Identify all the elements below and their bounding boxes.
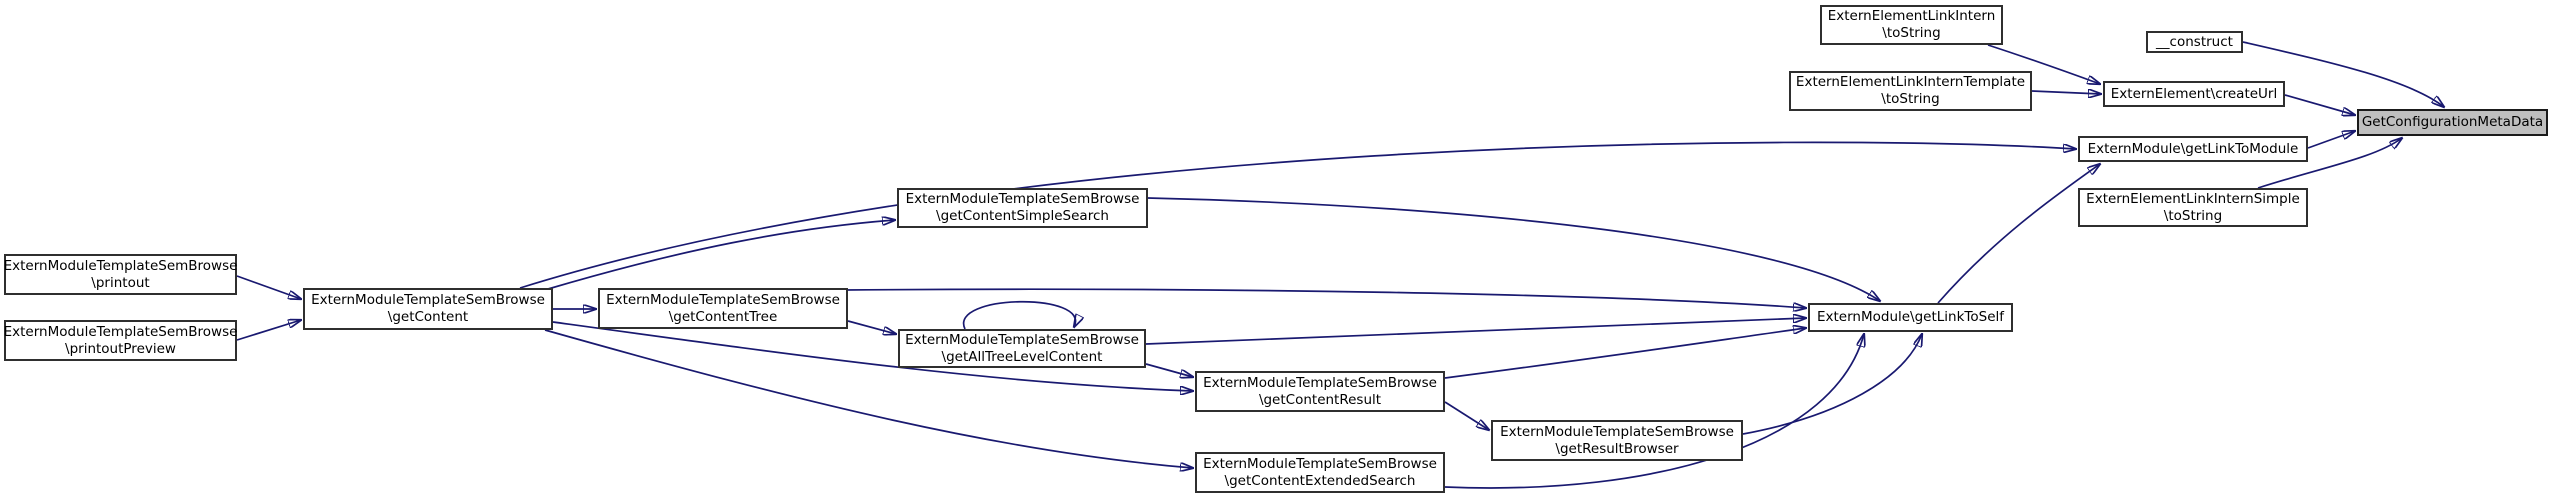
edge-get-content-tree-to-get-link-to-self <box>844 288 1806 308</box>
edge-get-content-result-to-get-result-browser <box>1444 401 1489 430</box>
node-printout[interactable]: ExternModuleTemplateSemBrowse\printout <box>4 254 237 295</box>
node-label: ExternModuleTemplateSemBrowse <box>1500 423 1734 440</box>
node-label: ExternElementLinkIntern <box>1827 8 1996 24</box>
node-label: GetConfigurationMetaData <box>2361 114 2544 130</box>
node-construct[interactable]: __construct <box>2146 31 2243 53</box>
node-printout-preview[interactable]: ExternModuleTemplateSemBrowse\printoutPr… <box>4 320 237 361</box>
node-link-intern-to-string[interactable]: ExternElementLinkIntern\toString <box>1820 5 2003 45</box>
node-label: ExternElementLinkInternTemplate <box>1795 74 2026 90</box>
edge-get-content-tree-to-get-all-tree-level-content <box>847 320 896 334</box>
node-label: \getContentExtendedSearch <box>1224 472 1416 489</box>
edge-get-all-tree-level-content-to-get-content-result <box>1145 363 1193 377</box>
edge-get-content-result-to-get-link-to-self <box>1444 328 1806 379</box>
node-label: ExternModuleTemplateSemBrowse <box>311 292 545 308</box>
edge-get-result-browser-to-get-link-to-self <box>1742 334 1922 435</box>
node-label: \getContent <box>387 309 469 325</box>
node-label: \getResultBrowser <box>1555 440 1679 457</box>
node-get-configuration-meta-data: GetConfigurationMetaData <box>2357 109 2548 136</box>
node-label: \toString <box>1882 25 1941 41</box>
edge-link-intern-simple-to-string-to-get-configuration-meta-data <box>2257 138 2402 189</box>
node-get-content[interactable]: ExternModuleTemplateSemBrowse\getContent <box>303 288 553 330</box>
node-label: \getContentResult <box>1258 391 1382 408</box>
node-get-all-tree-level-content[interactable]: ExternModuleTemplateSemBrowse\getAllTree… <box>898 329 1146 368</box>
node-get-result-browser[interactable]: ExternModuleTemplateSemBrowse\getResultB… <box>1491 420 1743 461</box>
node-link-intern-simple-to-string[interactable]: ExternElementLinkInternSimple\toString <box>2078 188 2308 227</box>
node-label: ExternModule\getLinkToModule <box>2087 140 2299 157</box>
node-get-content-simple-search[interactable]: ExternModuleTemplateSemBrowse\getContent… <box>897 188 1148 228</box>
edge-get-content-to-get-content-result <box>552 321 1193 391</box>
node-get-link-to-module[interactable]: ExternModule\getLinkToModule <box>2078 136 2308 162</box>
node-get-link-to-self[interactable]: ExternModule\getLinkToSelf <box>1808 303 2013 332</box>
node-label: ExternModuleTemplateSemBrowse <box>905 331 1139 348</box>
edge-printout-to-get-content <box>236 275 301 299</box>
edge-get-content-simple-search-to-get-link-to-self <box>1147 197 1880 301</box>
edge-construct-to-get-configuration-meta-data <box>2242 41 2444 107</box>
edge-link-intern-template-to-string-to-create-url <box>2031 91 2101 94</box>
edge-get-content-to-get-link-to-module <box>519 141 2076 289</box>
node-label: ExternElementLinkInternSimple <box>2086 190 2300 207</box>
node-label: \getContentSimpleSearch <box>936 208 1109 224</box>
node-label: ExternModuleTemplateSemBrowse <box>905 191 1140 207</box>
node-label: ExternModuleTemplateSemBrowse <box>3 323 238 340</box>
node-get-content-tree[interactable]: ExternModuleTemplateSemBrowse\getContent… <box>598 288 848 329</box>
edge-get-link-to-self-to-get-link-to-module <box>1937 164 2100 304</box>
node-label: ExternModule\getLinkToSelf <box>1816 309 2005 325</box>
node-label: \printoutPreview <box>65 340 176 357</box>
edge-get-content-to-get-content-extended-search <box>544 329 1193 468</box>
node-label: ExternModuleTemplateSemBrowse <box>1203 374 1437 391</box>
edge-create-url-to-get-configuration-meta-data <box>2284 94 2355 115</box>
node-label: \printout <box>91 274 150 291</box>
node-label: \getContentTree <box>668 308 778 325</box>
node-get-content-extended-search[interactable]: ExternModuleTemplateSemBrowse\getContent… <box>1195 452 1445 493</box>
node-label: ExternModuleTemplateSemBrowse <box>606 291 840 308</box>
node-label: ExternElement\createUrl <box>2110 85 2278 102</box>
node-label: ExternModuleTemplateSemBrowse <box>1203 455 1437 472</box>
edge-get-link-to-module-to-get-configuration-meta-data <box>2307 131 2355 149</box>
node-label: ExternModuleTemplateSemBrowse <box>3 257 238 274</box>
edge-link-intern-to-string-to-create-url <box>1987 44 2100 84</box>
edge-get-content-to-get-content-simple-search <box>547 220 895 290</box>
node-label: \getAllTreeLevelContent <box>941 348 1103 365</box>
node-link-intern-template-to-string[interactable]: ExternElementLinkInternTemplate\toString <box>1789 71 2032 111</box>
node-label: __construct <box>2156 33 2233 50</box>
edge-get-all-tree-level-content-to-get-all-tree-level-content <box>962 300 1076 329</box>
node-label: \toString <box>2163 207 2223 224</box>
edge-printout-preview-to-get-content <box>236 320 301 341</box>
node-label: \toString <box>1881 91 1940 107</box>
node-get-content-result[interactable]: ExternModuleTemplateSemBrowse\getContent… <box>1195 371 1445 412</box>
node-create-url[interactable]: ExternElement\createUrl <box>2103 81 2285 107</box>
